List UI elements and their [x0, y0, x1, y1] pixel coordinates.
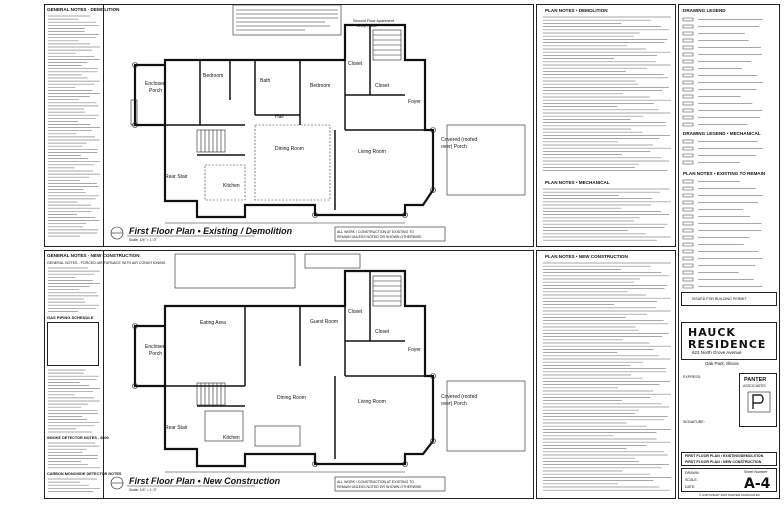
upper-room-covered-porch: Covered (roofed: [441, 137, 477, 143]
sheet-title-box: FIRST FLOOR PLAN • EXISTING/DEMOLITION F…: [681, 452, 777, 466]
project-name-line2: RESIDENCE: [688, 338, 767, 351]
lower-room-dining: Dining Room: [277, 395, 306, 401]
lower-room-enclosed-porch: Enclosed: [145, 344, 166, 350]
lower-room-foyer: Foyer: [408, 347, 421, 353]
lower-plan-title: First Floor Plan • New Construction: [129, 476, 281, 486]
lower-room-covered-porch: Covered (roofed: [441, 394, 477, 400]
scale-label: SCALE:: [685, 478, 698, 482]
upper-room-foyer: Foyer: [408, 99, 421, 105]
plan-notes-new-construction-title: PLAN NOTES • NEW CONSTRUCTION: [545, 254, 628, 259]
general-notes-lines: [48, 267, 100, 492]
signature-label: SIGNATURE:: [683, 420, 705, 424]
copyright: © COPYRIGHT 2007 PANTER ASSOCIATES: [699, 493, 760, 497]
sheet-number: A-4: [744, 476, 771, 492]
upper-room-closet-1: Closet: [348, 61, 363, 67]
express-label: EXPRESS:: [683, 375, 701, 379]
sheet-title-1: FIRST FLOOR PLAN • EXISTING/DEMOLITION: [685, 454, 764, 458]
general-notes-new-construction-title: GENERAL NOTES - NEW CONSTRUCTION: [47, 253, 140, 258]
drawing-legend-title: DRAWING LEGEND: [683, 8, 726, 13]
sheet-info-box: DRAWN: SCALE: DATE: Sheet Number A-4: [681, 468, 777, 492]
plan-notes-demolition-title: PLAN NOTES • DEMOLITION: [545, 8, 608, 13]
drawing-legend-mechanical-title: DRAWING LEGEND • MECHANICAL: [683, 131, 761, 136]
lower-room-living: Living Room: [358, 399, 386, 405]
lower-plan-scale: Scale: 1/4" = 1'-0": [129, 488, 158, 492]
upper-room-bedroom-1: Bedroom: [203, 73, 223, 79]
upper-room-closet-2: Closet: [375, 83, 390, 89]
svg-text:over) Porch: over) Porch: [441, 144, 467, 150]
upper-floor-plan: Enclosed Porch Bedroom Bath Bedroom Hall…: [110, 4, 526, 242]
plan-notes-mechanical-title: PLAN NOTES • MECHANICAL: [545, 180, 610, 185]
svg-text:REMAIN UNLESS NOTED OR SHOWN O: REMAIN UNLESS NOTED OR SHOWN OTHERWISE: [337, 485, 422, 489]
svg-text:Porch: Porch: [149, 351, 162, 357]
revision-row: ISSUED FOR BUILDING PERMIT: [692, 297, 747, 301]
svg-text:Entry / Stair: Entry / Stair: [357, 24, 378, 28]
smoke-detector-notes-title: SMOKE DETECTOR NOTES - 9800: [47, 436, 109, 440]
upper-room-kitchen: Kitchen: [223, 183, 240, 189]
lower-room-kitchen: Kitchen: [223, 435, 240, 441]
general-notes-lines: [48, 15, 100, 237]
project-address-line2: Oak Park, Illinois: [705, 361, 739, 366]
lower-room-guest-room: Guest Room: [310, 319, 338, 325]
general-notes-forced-air: GENERAL NOTES - FORCED AIR FURNACE WITH …: [47, 261, 166, 265]
architect-name: PANTER: [744, 377, 767, 383]
architect-logo-box: PANTER ASSOCIATES: [739, 373, 777, 427]
upper-room-rear-stair: Rear Stair: [165, 174, 188, 180]
project-address-line1: 623 North Grove Avenue: [692, 350, 742, 355]
upper-room-second-floor-apt: Second Floor Apartment: [353, 19, 395, 23]
upper-room-bedroom-2: Bedroom: [310, 83, 330, 89]
revision-table: ISSUED FOR BUILDING PERMIT: [681, 292, 777, 306]
upper-plan-footnote: ALL WORK / CONSTRUCTION AT EXISTING TO: [337, 230, 414, 234]
co-detector-notes-title: CARBON MONOXIDE DETECTOR NOTES: [47, 472, 122, 476]
lower-drawing-frame: [44, 250, 534, 499]
architect-sub: ASSOCIATES: [743, 384, 766, 388]
gas-piping-schedule-table: [47, 322, 99, 366]
upper-plan-scale: Scale: 1/4" = 1'-0": [129, 238, 158, 242]
lower-room-rear-stair: Rear Stair: [165, 425, 188, 431]
svg-text:REMAIN UNLESS NOTED OR SHOWN O: REMAIN UNLESS NOTED OR SHOWN OTHERWISE: [337, 235, 422, 239]
plan-notes-column-lower: PLAN NOTES • NEW CONSTRUCTION: [536, 250, 676, 499]
plan-notes-existing-title: PLAN NOTES • EXISTING TO REMAIN: [683, 171, 766, 176]
project-name-box: HAUCK RESIDENCE 623 North Grove Avenue: [681, 322, 777, 360]
title-block: DRAWING LEGEND DRAWING LEGEND • MECHANIC…: [678, 4, 780, 499]
lower-room-closet-1: Closet: [348, 309, 363, 315]
legend-lines: [682, 17, 763, 289]
general-notes-demolition-title: GENERAL NOTES - DEMOLITION: [47, 7, 120, 12]
general-notes-demolition: GENERAL NOTES - DEMOLITION: [44, 4, 119, 247]
architect-logo-icon: [747, 391, 771, 413]
plan-notes-column-upper: PLAN NOTES • DEMOLITION PLAN NOTES • MEC…: [536, 4, 676, 247]
gas-piping-schedule-title: GAS PIPING SCHEDULE: [47, 315, 94, 320]
svg-text:over) Porch: over) Porch: [441, 401, 467, 407]
lower-floor-plan: Eating Area Enclosed Porch Guest Room Cl…: [110, 253, 526, 492]
project-name-line1: HAUCK: [688, 326, 736, 339]
general-notes-new-construction: GENERAL NOTES - NEW CONSTRUCTION GENERAL…: [44, 250, 165, 499]
lower-room-eating-area: Eating Area: [200, 320, 226, 326]
upper-plan-title: First Floor Plan • Existing / Demolition: [129, 226, 293, 236]
upper-room-living: Living Room: [358, 149, 386, 155]
upper-drawing-frame: [44, 4, 534, 247]
lower-plan-footnote: ALL WORK / CONSTRUCTION AT EXISTING TO: [337, 480, 414, 484]
date-label: DATE:: [685, 485, 696, 489]
lower-room-closet-2: Closet: [375, 329, 390, 335]
svg-text:Porch: Porch: [149, 88, 162, 94]
upper-room-hall: Hall: [275, 114, 284, 120]
upper-room-dining: Dining Room: [275, 146, 304, 152]
sheet-title-2: FIRST FLOOR PLAN • NEW CONSTRUCTION: [685, 460, 762, 464]
sheet-number-label: Sheet Number: [744, 470, 768, 474]
upper-room-enclosed-porch: Enclosed: [145, 81, 166, 87]
drawn-label: DRAWN:: [685, 471, 700, 475]
upper-room-bath: Bath: [260, 78, 271, 84]
plan-notes-upper-lines: [543, 16, 671, 241]
plan-notes-lower-lines: [543, 262, 671, 491]
